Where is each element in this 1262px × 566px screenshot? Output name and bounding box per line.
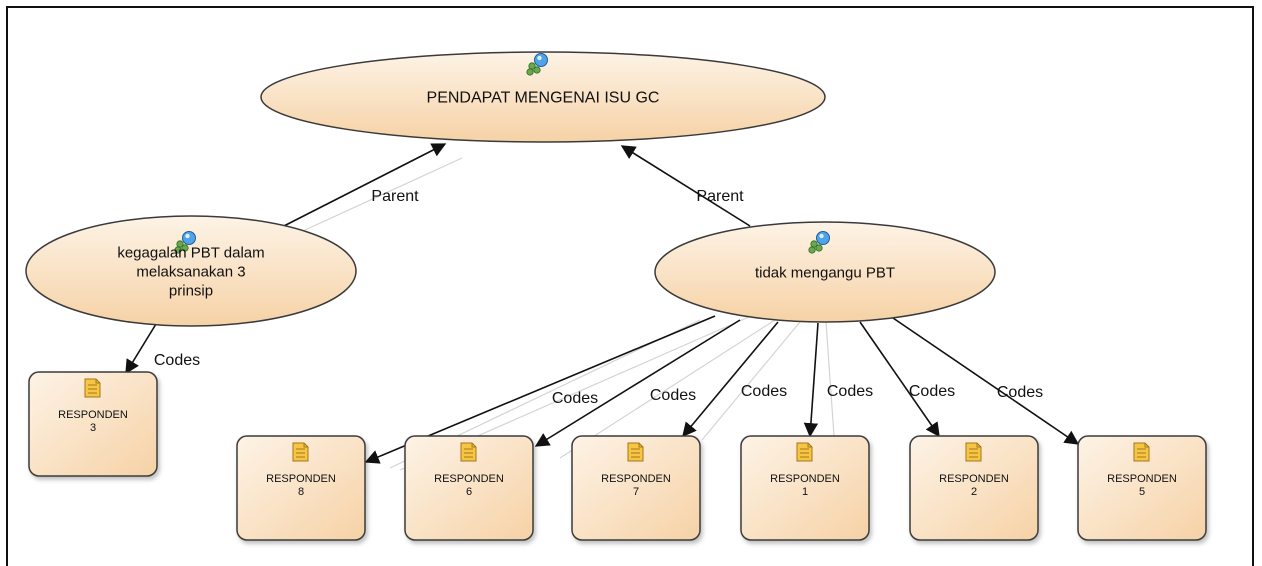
document-icon xyxy=(460,442,477,462)
case-box xyxy=(404,435,534,541)
document-icon xyxy=(965,442,982,462)
case-label: RESPONDEN xyxy=(939,473,1009,485)
case-label: RESPONDEN xyxy=(601,473,671,485)
edge-label-codes: Codes xyxy=(650,387,696,404)
nodes: PENDAPAT MENGENAI ISU GC kegagalan PBT da… xyxy=(25,51,1207,541)
document-icon xyxy=(627,442,644,462)
edge-tidak-to-r7[interactable] xyxy=(682,321,779,438)
theme-icon xyxy=(808,231,830,254)
theme-node-tidak[interactable]: tidak mengangu PBT xyxy=(654,221,996,323)
case-box xyxy=(28,371,158,477)
edge-tidak-to-r2[interactable] xyxy=(859,321,940,438)
edge-tidak-to-r1[interactable] xyxy=(803,322,819,438)
document-icon xyxy=(292,442,309,462)
theme-label: tidak mengangu PBT xyxy=(755,264,895,281)
edge-label-codes: Codes xyxy=(154,352,200,369)
document-icon xyxy=(1133,442,1150,462)
theme-label: prinsip xyxy=(169,282,213,299)
theme-icon xyxy=(174,231,196,254)
theme-label: kegagalan PBT dalam xyxy=(117,244,264,261)
case-label: 6 xyxy=(466,486,472,498)
case-box xyxy=(909,435,1039,541)
edge-tidak-to-pendapat[interactable] xyxy=(620,145,751,227)
case-box xyxy=(1077,435,1207,541)
case-label: RESPONDEN xyxy=(1107,473,1177,485)
edge-tidak-to-r6[interactable] xyxy=(534,319,741,447)
theme-node-pendapat[interactable]: PENDAPAT MENGENAI ISU GC xyxy=(260,51,826,143)
case-box xyxy=(740,435,870,541)
theme-icon xyxy=(526,53,548,76)
edge-label-codes: Codes xyxy=(741,383,787,400)
theme-label: PENDAPAT MENGENAI ISU GC xyxy=(427,90,660,107)
case-label: RESPONDEN xyxy=(58,409,128,421)
edge-label-parent: Parent xyxy=(371,188,419,205)
case-box xyxy=(571,435,701,541)
case-label: RESPONDEN xyxy=(434,473,504,485)
case-box xyxy=(236,435,366,541)
edge-label-codes: Codes xyxy=(827,383,873,400)
document-icon xyxy=(84,378,101,398)
ghost-edge xyxy=(701,321,801,441)
theme-ellipse xyxy=(654,221,996,323)
case-label: 2 xyxy=(971,486,977,498)
edge-label-codes: Codes xyxy=(552,390,598,407)
case-label: 5 xyxy=(1139,486,1145,498)
theme-ellipse xyxy=(260,51,826,143)
theme-label: melaksanakan 3 xyxy=(136,263,245,280)
case-label: RESPONDEN xyxy=(770,473,840,485)
ghost-edge xyxy=(559,319,776,459)
document-icon xyxy=(796,442,813,462)
edge-label-codes: Codes xyxy=(909,383,955,400)
edge-kegagalan-to-pendapat[interactable] xyxy=(277,143,447,230)
case-label: 1 xyxy=(802,486,808,498)
edge-kegagalan-to-r3[interactable] xyxy=(125,323,157,375)
theme-ellipse xyxy=(25,215,357,327)
ghost-edge xyxy=(291,157,463,237)
case-label: 7 xyxy=(633,486,639,498)
case-label: 8 xyxy=(298,486,304,498)
ghost-edge xyxy=(825,321,835,437)
theme-node-kegagalan[interactable]: kegagalan PBT dalam melaksanakan 3 prinsip xyxy=(25,215,357,327)
edge-tidak-to-r5[interactable] xyxy=(892,317,1080,445)
edge-label-codes: Codes xyxy=(997,384,1043,401)
case-label: 3 xyxy=(90,422,96,434)
edge-label-parent: Parent xyxy=(696,188,744,205)
case-label: RESPONDEN xyxy=(266,473,336,485)
